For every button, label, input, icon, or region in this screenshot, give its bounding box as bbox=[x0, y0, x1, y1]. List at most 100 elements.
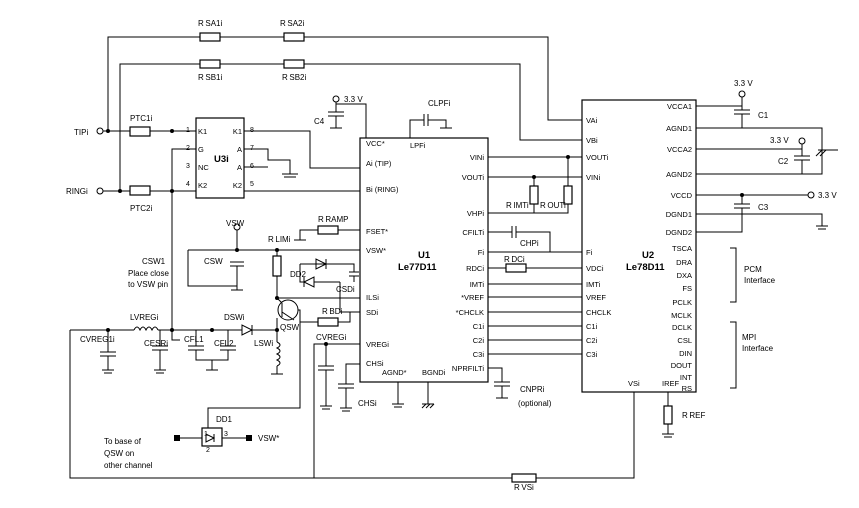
u1-right-pins: VINiVOUTiVHPiCFILTiFiRDCiIMTi*VREF*CHCLK… bbox=[452, 153, 485, 373]
u2-pin-right-0: VCCA1 bbox=[667, 102, 692, 111]
u3-pin-right-3: K2 bbox=[233, 181, 242, 190]
u3-pin-left-3: K2 bbox=[198, 181, 207, 190]
u3-pin-left-2: NC bbox=[198, 163, 209, 172]
u2-pin-right-12: MCLK bbox=[671, 311, 692, 320]
vsw-wiring bbox=[187, 223, 360, 327]
u2-pin-right-2: VCCA2 bbox=[667, 145, 692, 154]
resistor-rsa1 bbox=[199, 32, 221, 42]
dd1-wiring bbox=[174, 322, 301, 447]
u1-pin-right-7: *VREF bbox=[461, 293, 484, 302]
label-ptc1: PTC1i bbox=[130, 114, 152, 123]
u1-pin-left-0: VCC* bbox=[366, 139, 385, 148]
u1-pin-right-5: RDCi bbox=[466, 264, 484, 273]
u2-pin-right-14: CSL bbox=[677, 336, 692, 345]
u2-pin-right-15: DIN bbox=[679, 349, 692, 358]
u1-pin-right-8: *CHCLK bbox=[456, 308, 484, 317]
label-cfl1: CFL1 bbox=[184, 335, 204, 344]
u2-pin-iref: IREF bbox=[662, 379, 680, 388]
u2-title: U2 bbox=[642, 250, 654, 261]
label-cesr: CESRi bbox=[144, 339, 168, 348]
dd1-pin3: 3 bbox=[224, 431, 228, 438]
resistor-rvs bbox=[511, 473, 537, 483]
u1-pin-right-3: CFILTi bbox=[462, 228, 484, 237]
label-vsw: VSW bbox=[226, 219, 245, 228]
u1-u2-wiring bbox=[314, 155, 674, 483]
u1-pin-left-1: Ai (TIP) bbox=[366, 159, 392, 168]
label-ring: RINGi bbox=[66, 187, 88, 196]
u1-pin-right-12: NPRFILTi bbox=[452, 364, 484, 373]
label-tobase3: other channel bbox=[104, 461, 153, 470]
u1-pin-left-3: FSET* bbox=[366, 227, 388, 236]
label-clpf: CLPFi bbox=[428, 99, 450, 108]
u2-pin-right-11: PCLK bbox=[672, 298, 692, 307]
u2-pin-left-4: Fi bbox=[586, 248, 593, 257]
resistor-rsb2 bbox=[283, 59, 305, 69]
u2-pin-right-16: DOUT bbox=[671, 361, 693, 370]
u2-power-wiring bbox=[696, 90, 838, 389]
switcher-wiring bbox=[69, 318, 435, 479]
label-dd1: DD1 bbox=[216, 415, 233, 424]
label-3v3-b: 3.3 V bbox=[734, 79, 753, 88]
label-pcm2: Interface bbox=[744, 276, 776, 285]
u3-pin-left-0: K1 bbox=[198, 127, 207, 136]
vcc-wiring bbox=[328, 95, 452, 138]
u2-pin-left-1: VBi bbox=[586, 136, 598, 145]
label-tobase1: To base of bbox=[104, 437, 142, 446]
label-rsa1: R SA1i bbox=[198, 19, 223, 28]
dd1-pin1: 1 bbox=[204, 431, 208, 438]
u2-pin-right-13: DCLK bbox=[672, 323, 692, 332]
u1-pin-left-7: VREGi bbox=[366, 340, 389, 349]
u3-pinnum-right-3: 5 bbox=[250, 181, 254, 188]
resistor-rlim bbox=[272, 255, 282, 277]
label-cfl2: CFL2 bbox=[214, 339, 234, 348]
u1-title: U1 bbox=[418, 250, 431, 261]
u2-pin-left-0: VAi bbox=[586, 116, 597, 125]
u1-left-pins: VCC*Ai (TIP)Bi (RING)FSET*VSW*ILSiSDiVRE… bbox=[366, 139, 446, 377]
u3-title: U3i bbox=[214, 154, 229, 165]
resistor-rsa2 bbox=[283, 32, 305, 42]
u2-right-pins: VCCA1AGND1VCCA2AGND2VCCDDGND1DGND2TSCADR… bbox=[666, 102, 693, 393]
label-csdi: CSDi bbox=[336, 285, 355, 294]
u2-pin-left-10: C2i bbox=[586, 336, 598, 345]
top-wiring bbox=[106, 32, 582, 193]
u2-pin-left-7: VREF bbox=[586, 293, 606, 302]
resistor-rramp bbox=[317, 225, 339, 235]
label-rdc: R DCi bbox=[504, 255, 525, 264]
label-c3: C3 bbox=[758, 203, 769, 212]
u1-pin-lpf: LPFi bbox=[410, 141, 426, 150]
dd1-pin2: 2 bbox=[206, 447, 210, 454]
label-rout: R OUTi bbox=[540, 201, 566, 210]
label-3v3-a: 3.3 V bbox=[344, 95, 363, 104]
resistor-rsb1 bbox=[199, 59, 221, 69]
label-cvreg: CVREGi bbox=[316, 333, 346, 342]
label-place1: Place close bbox=[128, 269, 169, 278]
ptc2 bbox=[129, 185, 151, 196]
label-c4: C4 bbox=[314, 117, 325, 126]
u2-chip bbox=[581, 99, 697, 393]
ptc1 bbox=[129, 126, 151, 137]
resistor-rref bbox=[663, 405, 673, 425]
u3-pin-right-2: A bbox=[237, 163, 242, 172]
label-cvreg1: CVREG1i bbox=[80, 335, 115, 344]
u2-left-pins: VAiVBiVOUTiVINiFiVDCiIMTiVREFCHCLKC1iC2i… bbox=[586, 116, 611, 359]
u2-pin-left-11: C3i bbox=[586, 350, 598, 359]
u1-pin-right-6: IMTi bbox=[470, 280, 485, 289]
label-rlim: R LIMi bbox=[268, 235, 291, 244]
u2-pin-right-17: INT bbox=[680, 373, 693, 382]
u2-pin-right-7: TSCA bbox=[672, 244, 692, 253]
u2-pin-left-8: CHCLK bbox=[586, 308, 611, 317]
label-c2: C2 bbox=[778, 157, 789, 166]
u3-pin-left-1: G bbox=[198, 145, 204, 154]
label-chpi: CHPi bbox=[520, 239, 539, 248]
label-3v3-d: 3.3 V bbox=[818, 191, 837, 200]
u2-pin-right-9: DXA bbox=[677, 271, 692, 280]
u1-pin-left-8: CHSi bbox=[366, 359, 384, 368]
label-lsw: LSWi bbox=[254, 339, 273, 348]
u1-pin-left-2: Bi (RING) bbox=[366, 185, 399, 194]
resistor-rimt bbox=[529, 185, 539, 205]
u2-pin-vs: VSi bbox=[628, 379, 640, 388]
label-rsb2: R SB2i bbox=[282, 73, 307, 82]
u1-pin-left-4: VSW* bbox=[366, 246, 386, 255]
u2-pin-left-5: VDCi bbox=[586, 264, 604, 273]
